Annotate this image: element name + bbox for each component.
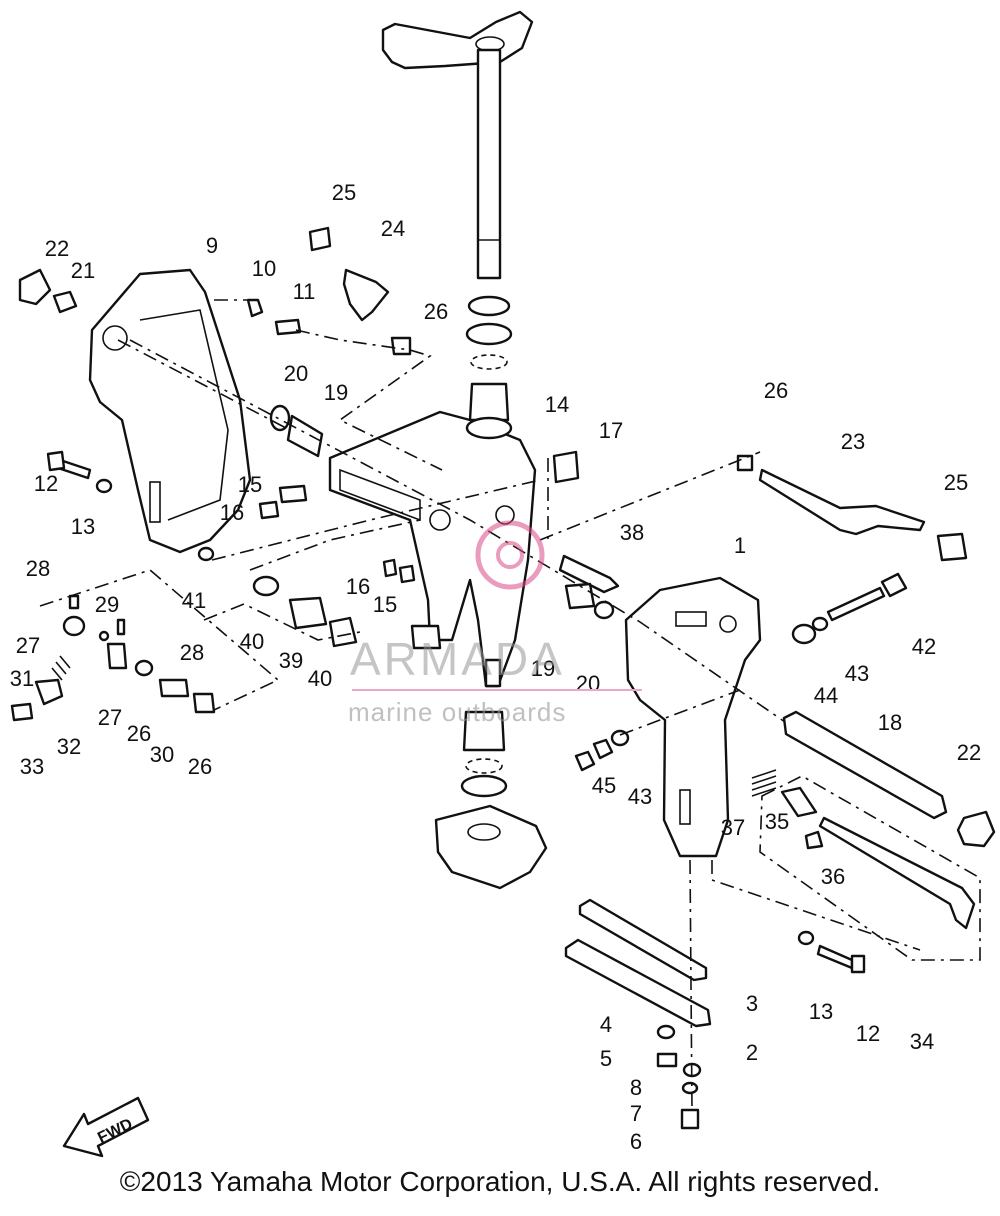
callout-c-25a: 25	[332, 180, 356, 205]
callout-c-20a: 20	[284, 361, 308, 386]
callout-c-39: 39	[279, 648, 303, 673]
trim-rod-assembly	[759, 775, 981, 961]
callout-c-38: 38	[620, 520, 644, 545]
small-parts-middle	[197, 226, 754, 648]
callout-c-1: 1	[734, 533, 746, 558]
callout-c-4: 4	[600, 1012, 612, 1037]
callout-c-7: 7	[630, 1101, 642, 1126]
callout-c-12a: 12	[34, 471, 58, 496]
callout-c-27b: 27	[98, 705, 122, 730]
callout-c-44: 44	[814, 683, 838, 708]
callout-c-23: 23	[841, 429, 865, 454]
callout-c-26b: 26	[764, 378, 788, 403]
callout-c-40b: 40	[308, 666, 332, 691]
callout-c-41: 41	[182, 588, 206, 613]
callout-c-26c: 26	[127, 721, 151, 746]
callout-c-2: 2	[746, 1040, 758, 1065]
callout-c-14: 14	[545, 392, 569, 417]
callout-c-26a: 26	[424, 299, 448, 324]
fwd-arrow-icon: FWD	[62, 1096, 150, 1158]
watermark-logo-icon	[475, 520, 545, 590]
tilt-stopper	[758, 468, 968, 562]
callout-c-40a: 40	[240, 629, 264, 654]
callout-c-18: 18	[878, 710, 902, 735]
callout-c-33: 33	[20, 754, 44, 779]
part-callouts: 1234567891011121213131415151616171819192…	[10, 180, 981, 1154]
callout-c-8: 8	[630, 1075, 642, 1100]
callout-c-10: 10	[252, 256, 276, 281]
copyright-notice: ©2013 Yamaha Motor Corporation, U.S.A. A…	[119, 1166, 881, 1197]
upper-bushings	[465, 295, 513, 422]
callout-c-20b: 20	[576, 671, 600, 696]
callout-c-11: 11	[293, 279, 316, 304]
callout-c-22b: 22	[957, 740, 981, 765]
small-parts-left	[10, 268, 216, 722]
assembly-lines	[39, 299, 921, 1111]
callout-c-3: 3	[746, 991, 758, 1016]
callout-c-16a: 16	[220, 500, 244, 525]
callout-c-15b: 15	[373, 592, 397, 617]
callout-c-30: 30	[150, 742, 174, 767]
callout-c-9: 9	[206, 233, 218, 258]
callout-c-13a: 13	[71, 514, 95, 539]
callout-c-31: 31	[10, 666, 34, 691]
callout-c-17: 17	[599, 418, 623, 443]
callout-c-29: 29	[95, 592, 119, 617]
callout-c-34: 34	[910, 1029, 934, 1054]
callout-c-6: 6	[630, 1129, 642, 1154]
callout-c-19b: 19	[531, 656, 555, 681]
callout-c-16b: 16	[346, 574, 370, 599]
callout-c-28a: 28	[26, 556, 50, 581]
callout-c-24: 24	[381, 216, 405, 241]
callout-c-15a: 15	[238, 472, 262, 497]
tilt-tube	[782, 710, 996, 848]
callout-c-12b: 12	[856, 1021, 880, 1046]
callout-c-26d: 26	[188, 754, 212, 779]
callout-c-32: 32	[57, 734, 81, 759]
steering-arm	[381, 10, 534, 280]
spring	[751, 769, 777, 797]
callout-c-42: 42	[912, 634, 936, 659]
callout-c-28b: 28	[180, 640, 204, 665]
chafe-plates	[564, 898, 712, 1028]
clamp-bracket-starboard	[624, 576, 762, 858]
callout-c-45: 45	[592, 773, 616, 798]
callout-c-22a: 22	[45, 236, 69, 261]
callout-c-5: 5	[600, 1046, 612, 1071]
watermark-underline	[352, 689, 642, 691]
lower-bushings	[434, 710, 548, 890]
callout-c-21: 21	[71, 258, 95, 283]
callout-c-43a: 43	[845, 661, 869, 686]
watermark-tagline: marine outboards	[348, 697, 567, 727]
callout-c-27a: 27	[16, 633, 40, 658]
callout-c-35: 35	[765, 809, 789, 834]
callout-c-25b: 25	[944, 470, 968, 495]
mount-bolts	[46, 450, 908, 974]
callout-c-43b: 43	[628, 784, 652, 809]
callout-c-36: 36	[821, 864, 845, 889]
callout-c-37: 37	[721, 815, 745, 840]
swivel-bracket	[328, 410, 537, 688]
callout-c-13b: 13	[809, 999, 833, 1024]
bottom-fasteners	[656, 1024, 702, 1130]
watermark-brand: ARMADA	[350, 633, 565, 685]
callout-c-19a: 19	[324, 380, 348, 405]
